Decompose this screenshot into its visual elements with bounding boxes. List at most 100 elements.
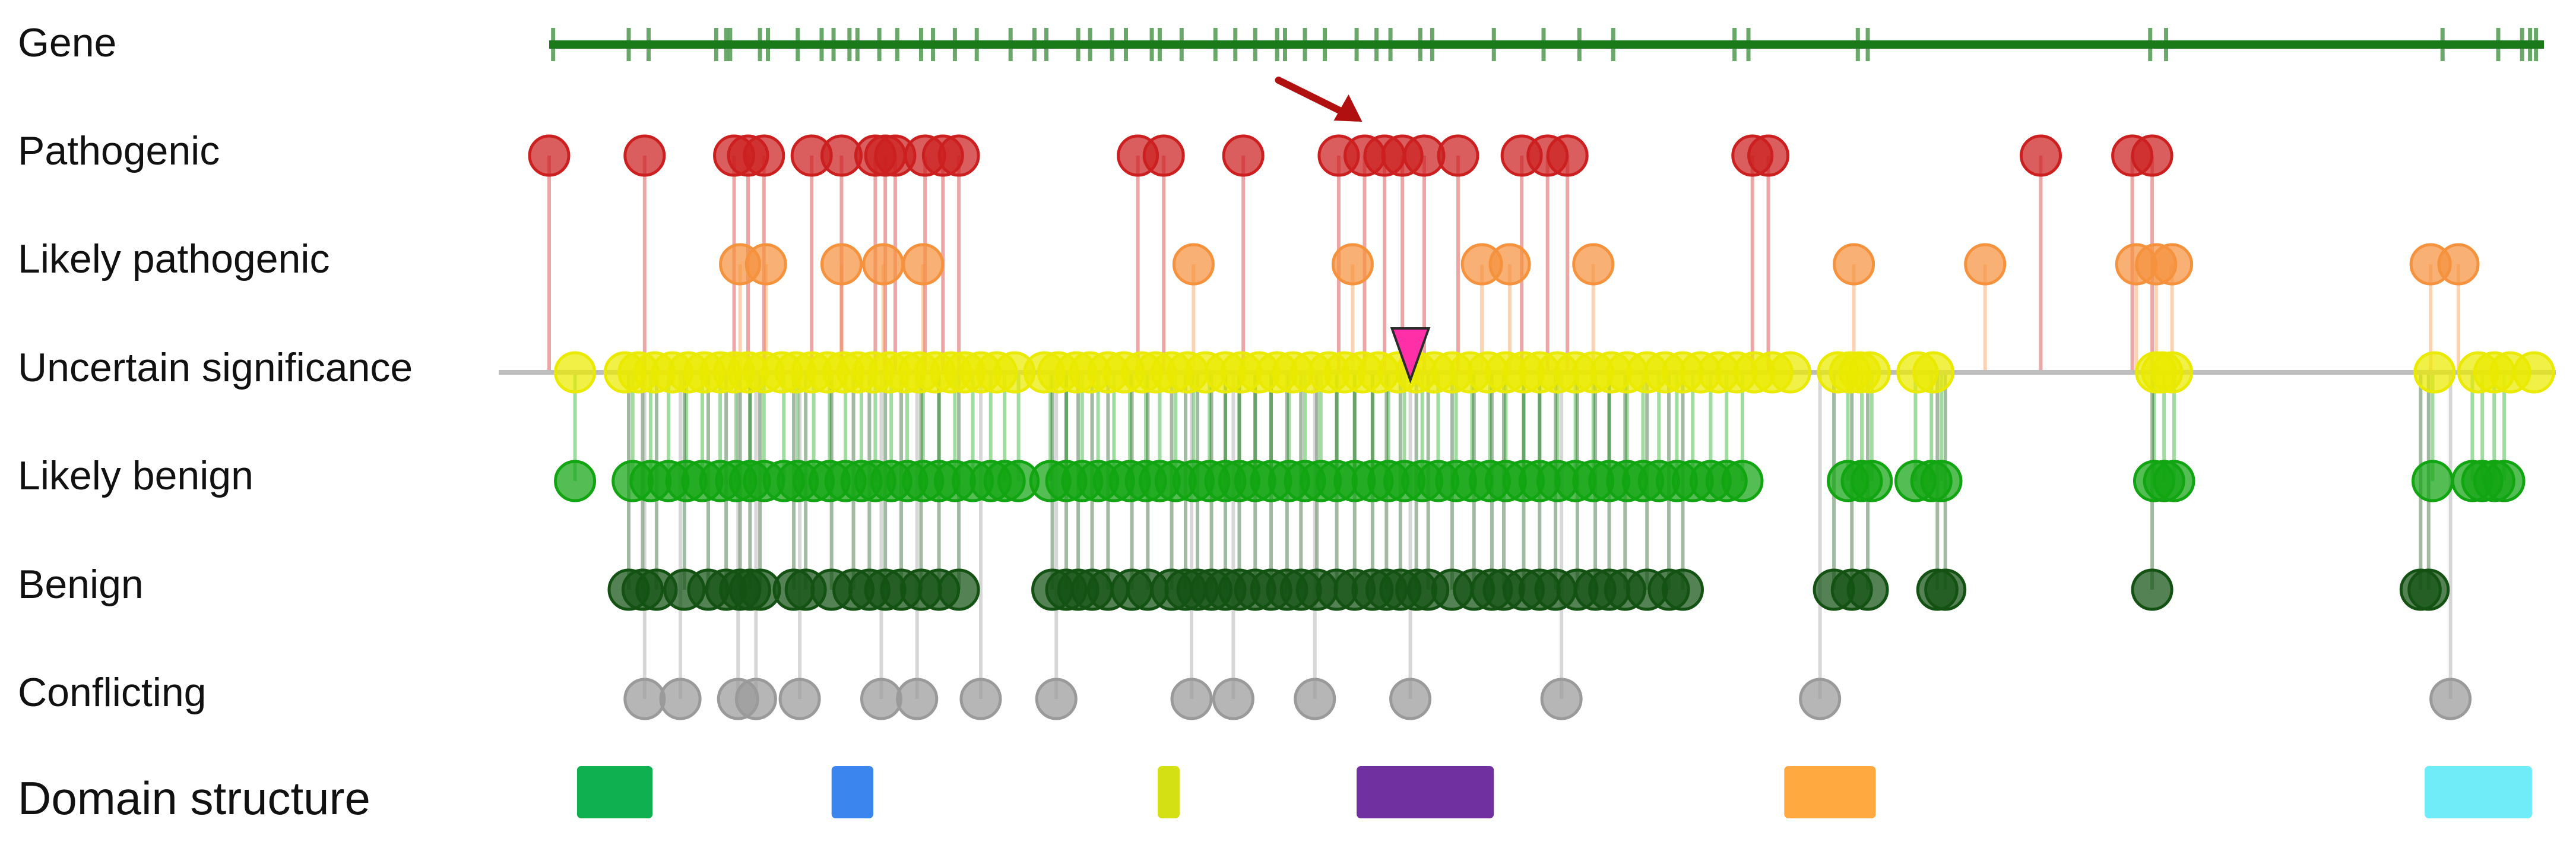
variant-stems (547, 156, 2507, 699)
gene-exon (728, 28, 733, 61)
variant-dot-pathogenic (1747, 134, 1790, 177)
highlight-layer (1275, 77, 1431, 384)
variant-dot-likely-pathogenic (1172, 243, 1215, 286)
variant-dot-likely-pathogenic (1488, 243, 1531, 286)
variant-dot-conflicting (959, 678, 1002, 720)
variant-dot-benign (1846, 568, 1889, 611)
variant-dot-benign (1662, 568, 1704, 611)
gene-exon (831, 28, 836, 61)
variant-dot-likely-benign (554, 460, 597, 502)
variant-dot-conflicting (1389, 678, 1432, 720)
gene-exon (2534, 28, 2539, 61)
variant-dot-likely-pathogenic (2151, 243, 2194, 286)
gene-exon (714, 28, 718, 61)
variant-dot-conflicting (623, 678, 666, 720)
gene-exon (895, 28, 899, 61)
gene-exon (1577, 28, 1582, 61)
gene-exon (1008, 28, 1013, 61)
variant-dot-pathogenic (2020, 134, 2062, 177)
gene-exon (2496, 28, 2501, 61)
variant-dot-uncertain (2151, 351, 2194, 394)
arrow-head (1333, 94, 1363, 122)
variant-dot-likely-benign (2153, 460, 2195, 502)
variant-dot-pathogenic (1546, 134, 1589, 177)
variant-dot-likely-pathogenic (1833, 243, 1875, 286)
variant-dot-likely-pathogenic (1572, 243, 1615, 286)
gene-exon (819, 28, 824, 61)
gene-exon (1213, 28, 1218, 61)
gene-exon (1088, 28, 1092, 61)
domain-block (1784, 766, 1876, 818)
gene-track (549, 28, 2544, 61)
row-label-likely-benign: Likely benign (18, 453, 254, 498)
domain-block (831, 766, 874, 818)
gene-exon (1076, 28, 1081, 61)
gene-exon (1354, 28, 1359, 61)
gene-exon (2148, 28, 2153, 61)
domain-block (1357, 766, 1494, 818)
gene-exon (1157, 28, 1162, 61)
variant-dot-conflicting (778, 678, 821, 720)
gene-exon (2520, 28, 2524, 61)
gene-exon (1430, 28, 1434, 61)
variant-dot-conflicting (1212, 678, 1254, 720)
variant-dot-likely-pathogenic (1964, 243, 2007, 286)
gene-exon (1124, 28, 1128, 61)
variant-dot-likely-pathogenic (2437, 243, 2480, 286)
gene-exon (931, 28, 936, 61)
variant-dot-uncertain (554, 351, 597, 394)
gene-exon (2164, 28, 2169, 61)
row-label-uncertain-significance: Uncertain significance (18, 345, 413, 390)
variant-dot-conflicting (896, 678, 939, 720)
gene-exon (855, 28, 860, 61)
variant-dot-likely-pathogenic (1331, 243, 1374, 286)
row-label-likely-pathogenic: Likely pathogenic (18, 236, 330, 281)
gene-exon (1233, 28, 1238, 61)
variant-dot-likely-benign (1721, 460, 1764, 502)
gene-exon (1323, 28, 1327, 61)
variant-dot-pathogenic (528, 134, 571, 177)
row-label-benign: Benign (18, 562, 144, 607)
variant-dot-conflicting (1170, 678, 1213, 720)
gene-exon (1275, 28, 1279, 61)
variant-dot-conflicting (1540, 678, 1583, 720)
gene-exon (847, 28, 852, 61)
variant-dot-uncertain (1848, 351, 1891, 394)
variant-dot-pathogenic (743, 134, 785, 177)
gene-exon (1283, 28, 1287, 61)
variant-dot-conflicting (2429, 678, 2472, 720)
row-label-gene: Gene (18, 20, 117, 65)
gene-exon (766, 28, 770, 61)
gene-exon (1865, 28, 1870, 61)
variant-dot-benign (937, 568, 980, 611)
row-label-pathogenic: Pathogenic (18, 128, 220, 173)
variant-dot-conflicting (860, 678, 902, 720)
variant-dot-likely-pathogenic (744, 243, 787, 286)
gene-exon (1611, 28, 1615, 61)
gene-exon (1044, 28, 1048, 61)
variant-dot-likely-benign (2483, 460, 2526, 502)
gene-exon (1855, 28, 1860, 61)
gene-exon (877, 28, 882, 61)
gene-exon (1491, 28, 1496, 61)
row-label-domain-structure: Domain structure (18, 772, 370, 824)
gene-exon (1253, 28, 1257, 61)
domain-track (576, 766, 2532, 818)
domain-block (576, 766, 653, 818)
domain-block (1158, 766, 1180, 818)
gene-exon (626, 28, 631, 61)
variant-dot-uncertain (2512, 351, 2555, 394)
variant-dot-pathogenic (2131, 134, 2173, 177)
variant-dot-likely-pathogenic (902, 243, 945, 286)
variant-dot-uncertain (1912, 351, 1955, 394)
gene-exon (974, 28, 979, 61)
domain-block (2425, 766, 2532, 818)
highlight-marker (1390, 327, 1431, 384)
gene-exon (1418, 28, 1422, 61)
variant-dot-benign (2131, 568, 2173, 611)
gene-exon (1388, 28, 1393, 61)
row-label-conflicting: Conflicting (18, 670, 207, 715)
gene-exon (796, 28, 800, 61)
variant-dot-uncertain (2413, 351, 2456, 394)
variant-dot-conflicting (659, 678, 702, 720)
